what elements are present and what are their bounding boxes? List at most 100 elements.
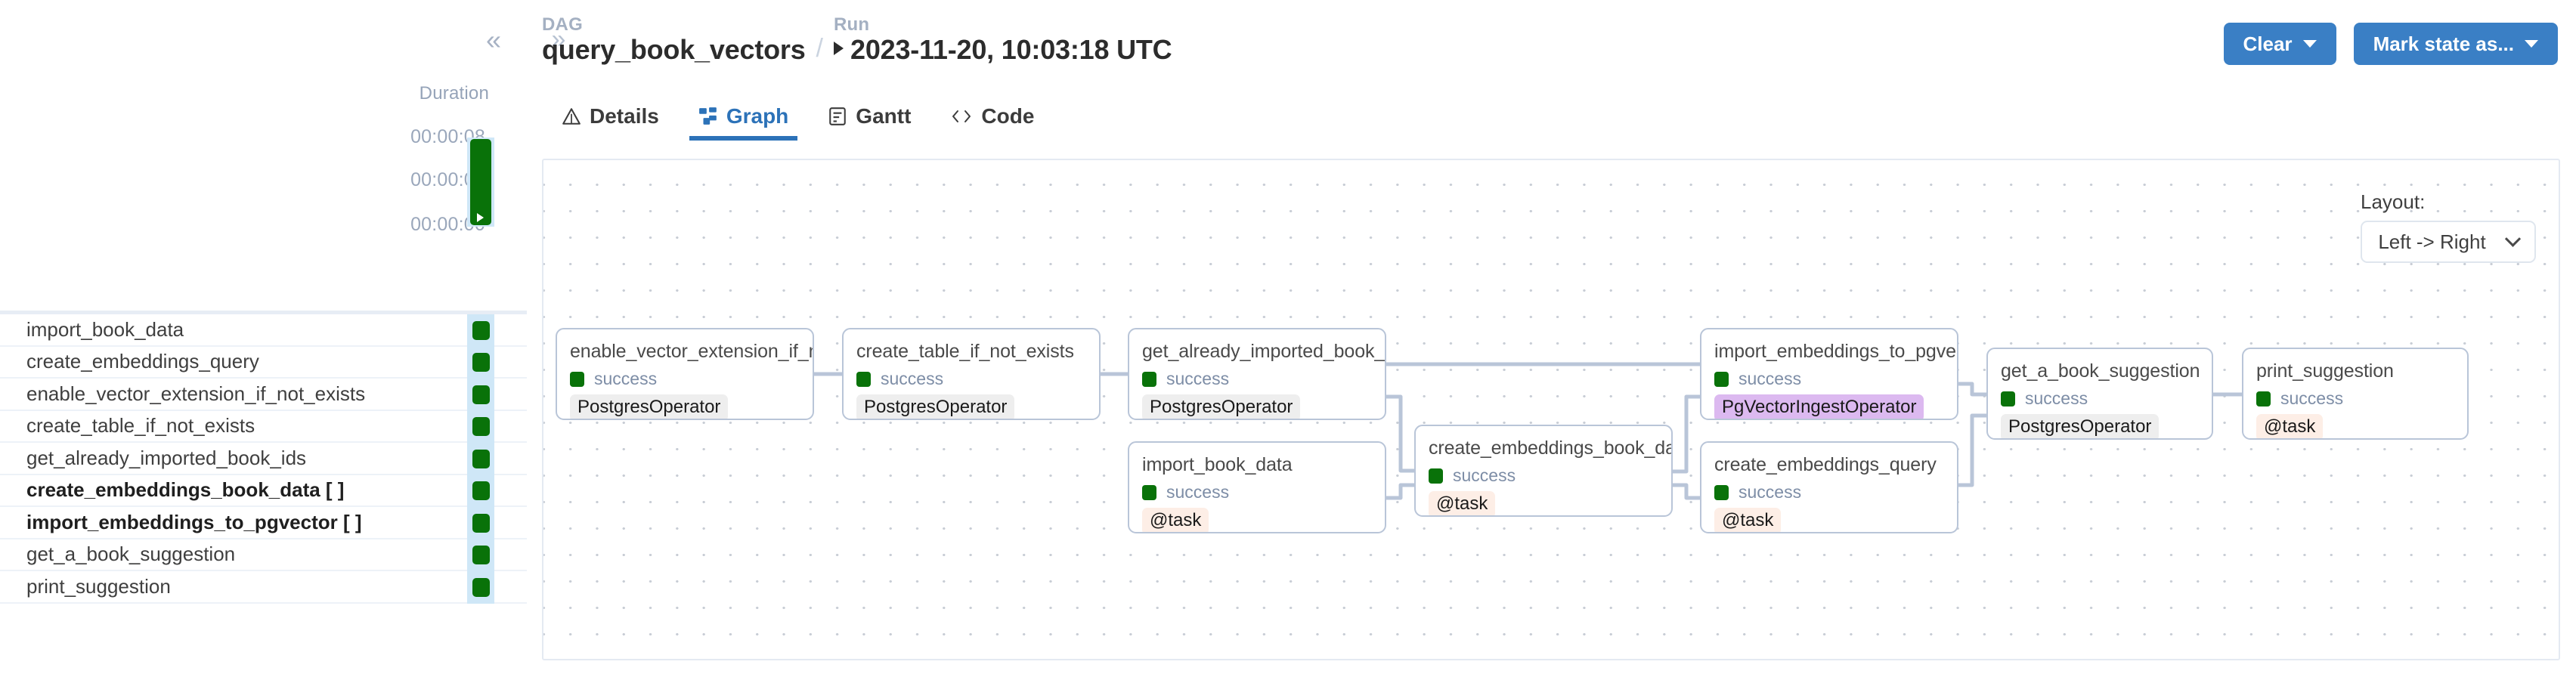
graph-node-operator-tag: PostgresOperator <box>570 394 729 419</box>
task-list-item-label: import_embeddings_to_pgvector [ ] <box>26 510 362 533</box>
graph-node-state-label: success <box>1166 369 1230 388</box>
dag-graph-canvas[interactable]: Layout: Left -> Right <box>542 159 2560 660</box>
task-state-cell[interactable] <box>467 443 494 475</box>
task-list-item-label: create_embeddings_query <box>26 350 259 373</box>
task-list-item[interactable]: import_embeddings_to_pgvector [ ] <box>0 507 529 539</box>
task-list-item[interactable]: print_suggestion <box>0 571 529 604</box>
tab-gantt[interactable]: Gantt <box>808 104 930 141</box>
breadcrumb-run[interactable]: Run 2023-11-20, 10:03:18 UTC <box>834 15 1172 65</box>
task-state-cell[interactable] <box>467 410 494 443</box>
task-list-item-label: create_embeddings_book_data [ ] <box>26 478 345 502</box>
breadcrumb-run-kicker: Run <box>834 14 870 35</box>
play-caret-icon <box>834 42 844 55</box>
chevron-down-icon <box>2504 230 2521 247</box>
layout-control: Layout: Left -> Right <box>2361 190 2536 263</box>
edge-n4-n5 <box>1386 483 1414 500</box>
graph-node-state: success <box>1142 369 1372 389</box>
task-state-square <box>472 546 490 565</box>
chevron-down-icon <box>2302 40 2317 48</box>
duration-title: Duration <box>419 83 489 104</box>
graph-node-state: success <box>1429 465 1658 486</box>
status-square-icon <box>1142 484 1156 500</box>
graph-node-state-label: success <box>2025 388 2088 408</box>
graph-node-state-label: success <box>881 369 944 388</box>
edge-n7-n8 <box>1958 413 1986 487</box>
breadcrumb: DAG query_book_vectors / Run 2023-11-20,… <box>542 15 1172 65</box>
task-state-cell[interactable] <box>467 571 494 604</box>
graph-node-title: create_embeddings_book_da... <box>1429 437 1673 459</box>
task-state-cell[interactable] <box>467 475 494 507</box>
chevron-down-icon <box>2525 40 2538 48</box>
graph-node-state: success <box>1142 482 1372 502</box>
graph-node-state: success <box>1714 369 1944 389</box>
task-list-item[interactable]: get_a_book_suggestion <box>0 539 529 571</box>
task-state-square <box>472 417 490 437</box>
graph-node-operator-tag: PostgresOperator <box>856 394 1015 419</box>
task-list-item[interactable]: import_book_data <box>0 314 529 347</box>
task-state-square <box>472 449 490 468</box>
graph-edges <box>814 362 2242 500</box>
task-state-square <box>472 481 490 501</box>
header-actions: Clear Mark state as... <box>2223 23 2558 65</box>
task-list-item[interactable]: get_already_imported_book_ids <box>0 443 529 475</box>
triangle-alert-icon <box>562 107 581 126</box>
graph-node-operator-tag: PostgresOperator <box>2001 414 2160 438</box>
graph-node-state: success <box>1714 482 1944 502</box>
edge-n5-n7 <box>1673 483 1700 500</box>
task-state-cell[interactable] <box>467 346 494 379</box>
gantt-chart-icon <box>828 107 847 126</box>
task-list-item-label: get_a_book_suggestion <box>26 543 236 566</box>
task-list-item-label: import_book_data <box>26 317 184 341</box>
clear-button[interactable]: Clear <box>2223 23 2336 65</box>
task-list-item[interactable]: create_embeddings_query <box>0 346 529 379</box>
graph-node-title: get_a_book_suggestion <box>2001 360 2200 382</box>
breadcrumb-dag[interactable]: DAG query_book_vectors <box>542 15 806 65</box>
mark-state-button-label: Mark state as... <box>2373 32 2514 55</box>
edge-n6-n8 <box>1958 382 1986 397</box>
layout-select[interactable]: Left -> Right <box>2361 221 2536 263</box>
task-state-cell[interactable] <box>467 314 494 347</box>
breadcrumb-run-value-wrap: 2023-11-20, 10:03:18 UTC <box>834 35 1172 65</box>
graph-node-state-label: success <box>594 369 658 388</box>
mark-state-button[interactable]: Mark state as... <box>2353 23 2558 65</box>
task-list-item-label: get_already_imported_book_ids <box>26 446 307 469</box>
task-list-item-label: print_suggestion <box>26 574 171 598</box>
status-square-icon <box>2256 391 2271 407</box>
layout-select-value: Left -> Right <box>2378 230 2486 253</box>
graph-node-operator-tag: PgVectorIngestOperator <box>1714 394 1924 419</box>
chevron-double-right-icon[interactable]: » <box>551 25 566 54</box>
edge-n5-n6 <box>1673 394 1700 474</box>
task-state-cell[interactable] <box>467 507 494 539</box>
graph-node-state: success <box>2001 388 2199 409</box>
task-state-square <box>472 320 490 340</box>
graph-node-title: get_already_imported_book_ids <box>1142 341 1386 362</box>
task-list-item-label: enable_vector_extension_if_not_exists <box>26 382 366 405</box>
task-list-item[interactable]: create_embeddings_book_data [ ] <box>0 475 529 507</box>
edge-n3-n5 <box>1386 394 1414 473</box>
status-square-icon <box>1714 371 1729 387</box>
task-list-item[interactable]: enable_vector_extension_if_not_exists <box>0 379 529 411</box>
breadcrumb-run-value: 2023-11-20, 10:03:18 UTC <box>850 34 1172 65</box>
task-state-cell[interactable] <box>467 539 494 571</box>
tab-details[interactable]: Details <box>542 104 679 141</box>
tab-gantt-label: Gantt <box>856 104 912 128</box>
tab-code[interactable]: Code <box>930 104 1054 141</box>
chevron-double-left-icon[interactable]: « <box>485 24 502 55</box>
graph-node-title: enable_vector_extension_if_n... <box>570 341 814 362</box>
graph-node-title: create_embeddings_query <box>1714 454 1937 475</box>
graph-node-title: import_embeddings_to_pgve... <box>1714 341 1958 362</box>
graph-node-n5[interactable]: create_embeddings_book_da...success@task <box>1414 425 1673 517</box>
task-list-item[interactable]: create_table_if_not_exists <box>0 410 529 443</box>
duration-bar-column[interactable] <box>467 138 494 227</box>
task-state-square <box>472 577 490 597</box>
tab-graph[interactable]: Graph <box>679 104 808 141</box>
task-state-cell[interactable] <box>467 379 494 411</box>
